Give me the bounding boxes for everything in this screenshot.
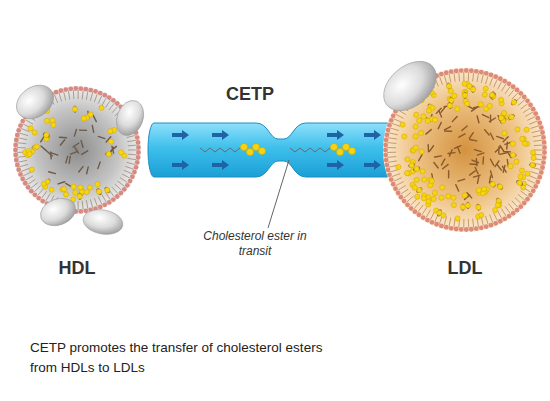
- particle-body: [13, 86, 141, 214]
- apolipoprotein-group: [10, 51, 446, 237]
- lipoprotein-particle-outline: [13, 86, 141, 214]
- lipoprotein-particle: LDL: [383, 68, 547, 232]
- transfer-protein-tube: CETP: [148, 120, 400, 180]
- transfer-protein-tube-outline: [148, 120, 400, 180]
- leader-line: [268, 160, 289, 228]
- lipoprotein-particle: HDL: [13, 86, 141, 214]
- protein-label: CETP: [200, 84, 300, 105]
- callout-note: Cholesterol ester in transit: [201, 229, 309, 259]
- particle-label: HDL: [3, 258, 151, 279]
- figure-caption: CETP promotes the transfer of cholestero…: [30, 338, 330, 378]
- tube-body: [148, 123, 400, 177]
- hdl-particle-detail: [13, 86, 141, 214]
- lipoprotein-particle-outline: [383, 68, 547, 232]
- particle-label: LDL: [383, 258, 547, 279]
- particle-body: [383, 68, 547, 232]
- ldl-particle-detail: [383, 68, 547, 232]
